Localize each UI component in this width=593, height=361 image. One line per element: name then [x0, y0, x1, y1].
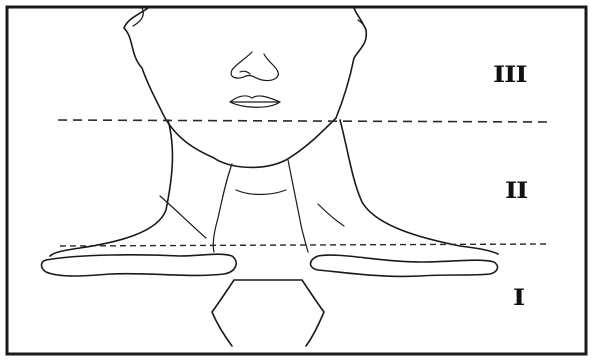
zone-label-middle: II: [505, 180, 527, 202]
right-jaw-line: [336, 8, 366, 118]
right-sternocleidomastoid: [318, 204, 344, 226]
nostril-left: [240, 71, 250, 74]
lower-lip: [230, 102, 280, 107]
face-features: [230, 52, 280, 107]
zone-boundary-lower: [60, 244, 548, 246]
left-clavicle: [42, 254, 237, 276]
trachea-right: [288, 160, 308, 252]
upper-lip: [230, 96, 280, 102]
diagram-border: [7, 7, 586, 354]
left-sternocleidomastoid: [160, 196, 206, 238]
right-clavicle: [311, 255, 498, 276]
right-neck-contour: [340, 120, 498, 254]
left-neck-contour: [50, 120, 172, 256]
head-outline: [124, 8, 367, 167]
trachea-left: [213, 164, 232, 252]
nose: [231, 52, 278, 81]
zone-label-lower: I: [513, 287, 524, 309]
thyroid-cartilage: [236, 190, 286, 195]
chin-curve: [214, 118, 336, 167]
zone-label-upper: III: [493, 64, 527, 86]
sternum-outline: [212, 280, 324, 346]
left-jaw-line: [124, 8, 214, 158]
zone-boundary-upper: [58, 120, 548, 122]
neck-and-shoulders: [50, 120, 498, 256]
clavicles: [42, 254, 498, 276]
sternum: [212, 280, 324, 346]
